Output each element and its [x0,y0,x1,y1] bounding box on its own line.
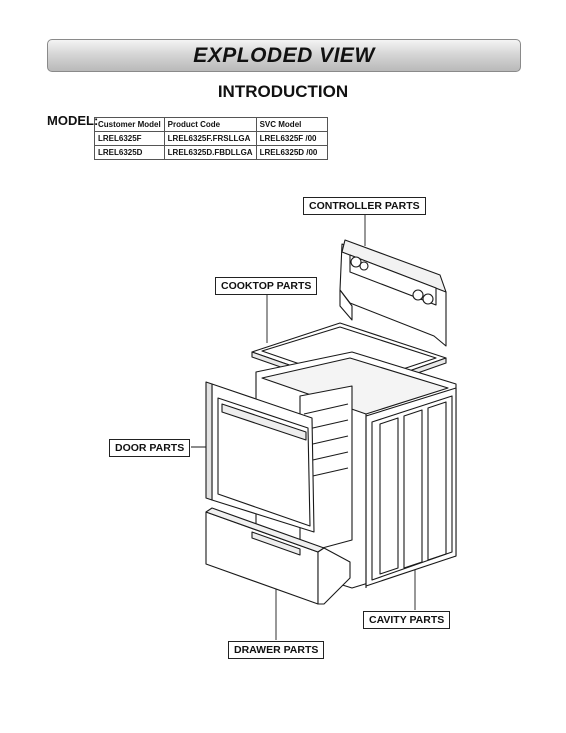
table-row: LREL6325D LREL6325D.FBDLLGA LREL6325D /0… [94,145,328,160]
callout-controller-parts: CONTROLLER PARTS [303,197,426,215]
controller-panel [339,239,447,422]
model-table: Customer Model Product Code SVC Model LR… [94,117,328,160]
callout-drawer-parts: DRAWER PARTS [228,641,325,659]
callout-cavity-parts: CAVITY PARTS [363,611,451,629]
table-row: LREL6325F LREL6325F.FRSLLGA LREL6325F /0… [94,131,328,146]
model-label: MODEL: [47,113,99,128]
table-cell: LREL6325D /00 [255,145,328,160]
page-title: EXPLODED VIEW [193,43,375,67]
title-banner: EXPLODED VIEW [47,39,521,72]
table-cell: LREL6325D [94,145,165,160]
storage-drawer [205,507,351,605]
callout-door-parts: DOOR PARTS [109,439,191,457]
callout-cooktop-parts: COOKTOP PARTS [215,277,318,295]
oven-door [205,381,315,533]
section-subtitle: INTRODUCTION [217,82,349,101]
